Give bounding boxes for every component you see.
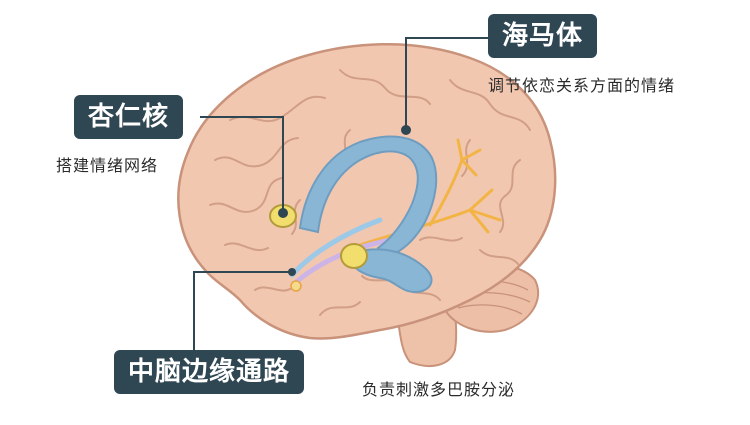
hippocampus-tail	[350, 248, 433, 294]
leader-dot-limbic	[288, 268, 296, 276]
amygdala-description: 搭建情绪网络	[56, 156, 159, 175]
hippocampus-label: 海马体	[488, 14, 598, 58]
vta-marker	[290, 280, 302, 292]
pathway-violet	[293, 237, 393, 285]
leader-dot-amygdala	[278, 208, 288, 218]
hippocampus-description: 调节依恋关系方面的情绪	[488, 76, 676, 95]
leader-hippocampus	[405, 37, 488, 130]
pathway-blue	[289, 217, 383, 278]
leader-lines	[193, 37, 488, 350]
amygdala-label: 杏仁核	[74, 95, 184, 139]
leader-limbic	[193, 271, 292, 350]
leader-dot-hippocampus	[401, 125, 411, 135]
amygdala-shape-2	[340, 243, 368, 269]
mesolimbic-label: 中脑边缘通路	[114, 350, 305, 394]
mesolimbic-description: 负责刺激多巴胺分泌	[362, 380, 516, 399]
leader-amygdala	[200, 116, 284, 212]
